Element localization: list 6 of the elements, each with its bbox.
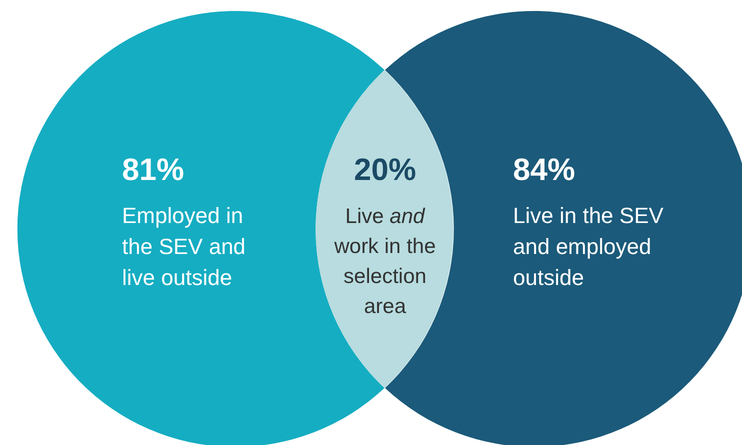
description-text: Live in the SEV and employed outside (513, 202, 664, 292)
description-text: Employed in the SEV and live outside (122, 202, 247, 292)
percentage-value: 84% (513, 152, 576, 188)
percentage-value: 81% (122, 152, 184, 188)
description-text: Live and work in the selection area (333, 204, 437, 320)
percentage-value: 20% (352, 152, 418, 188)
